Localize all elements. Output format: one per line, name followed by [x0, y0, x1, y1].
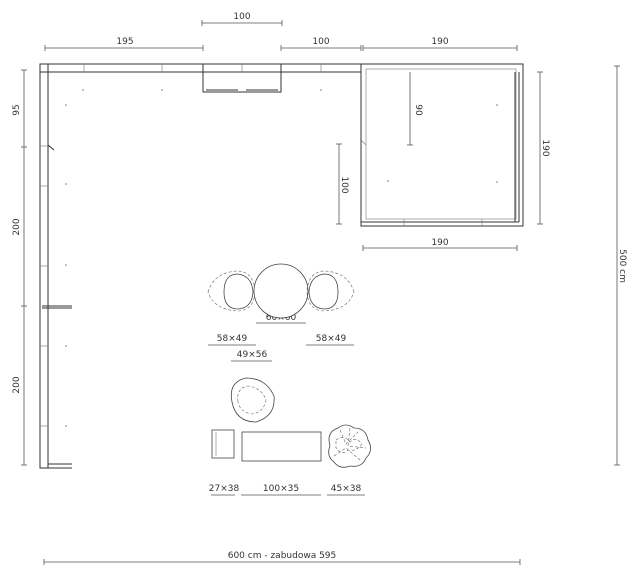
dim-top-gap: 100	[233, 12, 250, 22]
dim-left-3: 200	[12, 376, 22, 393]
dim-room-bottom: 190	[431, 238, 448, 248]
plant	[328, 424, 371, 468]
dim-right-total: 500 cm	[617, 249, 627, 283]
dim-room-inner-vertical: 90	[413, 104, 423, 116]
dim-room-left-vertical: 100	[339, 176, 349, 193]
label-side-table: 27×38	[209, 484, 240, 494]
dim-top-left: 195	[116, 37, 133, 47]
floor-markers	[65, 89, 498, 427]
chair-left	[207, 270, 256, 312]
side-table	[211, 429, 235, 459]
label-armchair: 49×56	[237, 350, 268, 360]
walls	[39, 63, 524, 469]
dim-room-right-vertical: 190	[540, 139, 550, 156]
bench	[241, 431, 322, 462]
dimension-lines	[21, 20, 620, 565]
top-wall-left	[39, 63, 204, 73]
label-chair-right: 58×49	[316, 334, 347, 344]
armchair	[230, 377, 275, 423]
dim-left-1: 95	[12, 104, 22, 115]
label-chair-left: 58×49	[217, 334, 248, 344]
right-room-inner	[365, 68, 517, 220]
dim-top-right: 190	[431, 37, 448, 47]
dim-left-2: 200	[12, 218, 22, 235]
dim-top-mid: 100	[312, 37, 329, 47]
window-recess	[202, 71, 282, 93]
right-room-outer	[360, 63, 524, 227]
label-bench: 100×35	[263, 484, 299, 494]
round-table	[253, 263, 309, 319]
furniture	[207, 263, 371, 468]
label-plant: 45×38	[331, 484, 362, 494]
dim-bottom-total: 600 cm - zabudowa 595	[228, 551, 337, 561]
dimension-labels: 100 195 100 190 90 100 190 190 95 200 20…	[12, 12, 627, 561]
chair-right	[306, 270, 355, 312]
